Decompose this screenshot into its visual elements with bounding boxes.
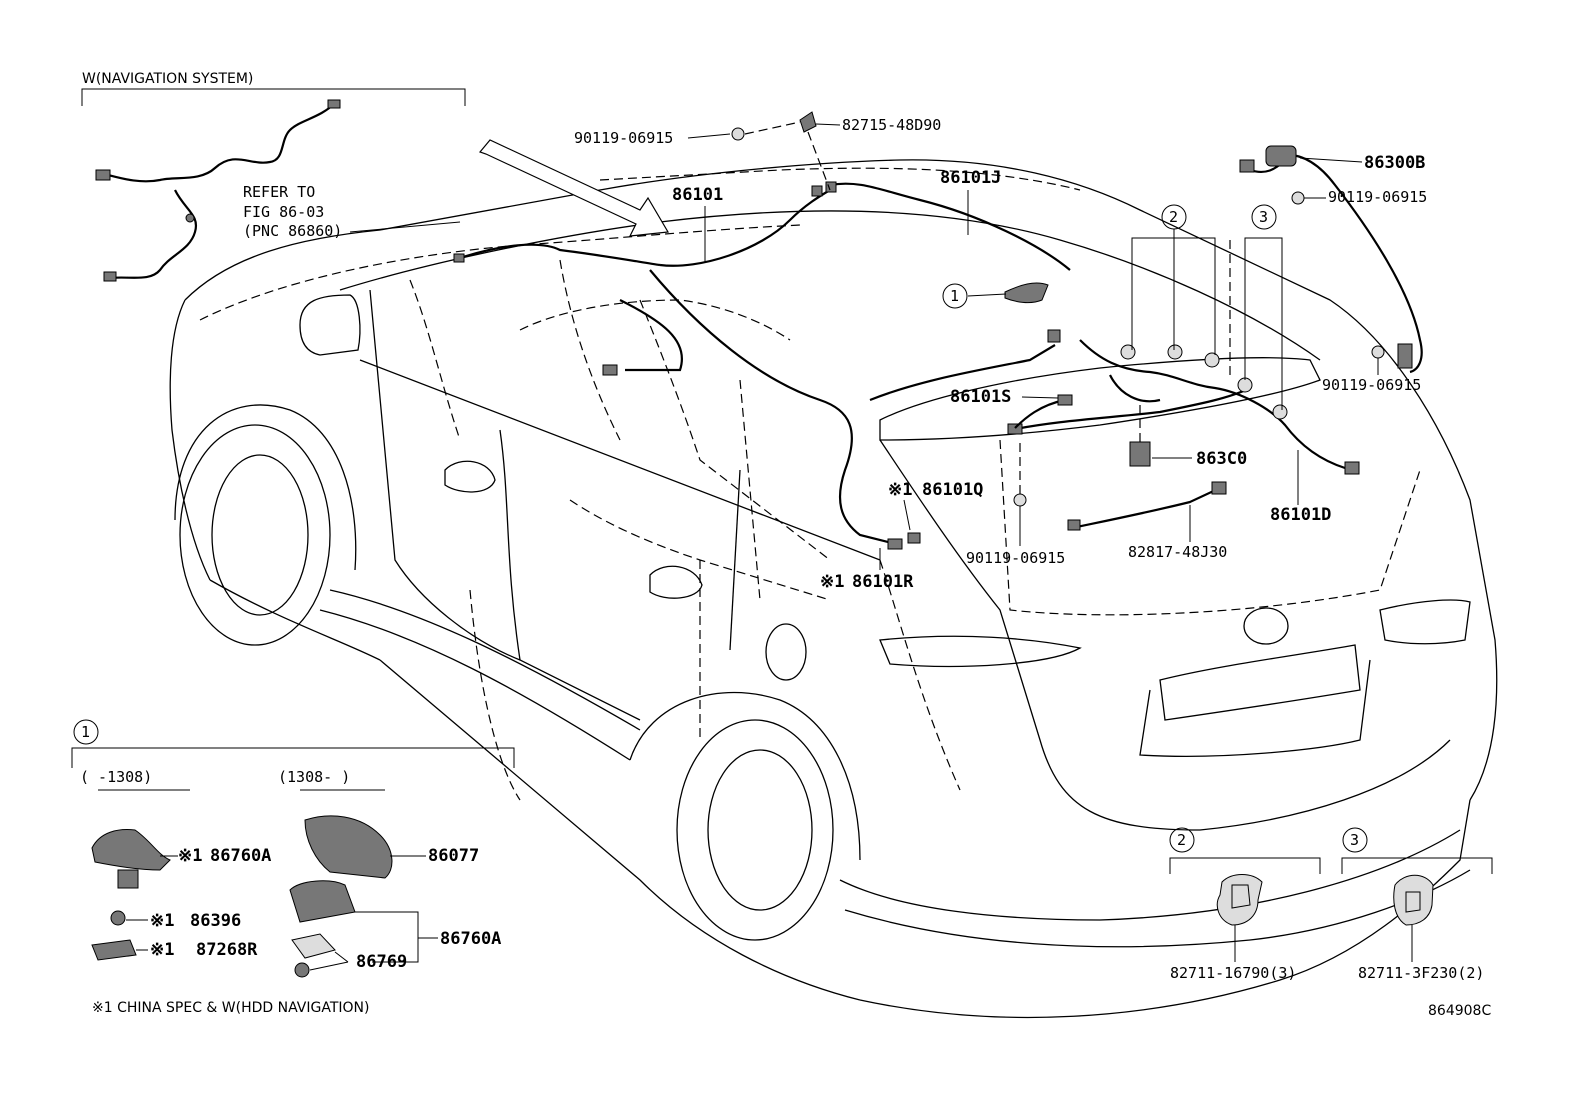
amplifier-863C0 <box>1129 405 1151 467</box>
antenna-86077 <box>304 815 393 879</box>
label-86101Q-mark: ※1 <box>888 480 912 500</box>
callout-3-leader <box>1244 237 1283 410</box>
label-86101: 86101 <box>672 185 723 205</box>
inset1-date-before: ( -1308) <box>80 768 152 786</box>
refer-line-3: (PNC 86860) <box>243 222 342 240</box>
label-86101J: 86101J <box>940 168 1001 188</box>
harness-86101S <box>1014 394 1073 429</box>
footnote: ※1 CHINA SPEC & W(HDD NAVIGATION) <box>92 1000 369 1016</box>
clamps <box>1120 240 1288 420</box>
refer-line-2: FIG 86-03 <box>243 203 324 221</box>
figure-code: 864908C <box>1428 1003 1491 1019</box>
label-863C0: 863C0 <box>1196 449 1247 469</box>
label-86396-mark: ※1 <box>150 911 174 931</box>
inset3-bracket <box>1341 857 1493 874</box>
inset1-bracket <box>71 747 515 768</box>
label-86769: 86769 <box>356 952 407 972</box>
label-90119-06915-b: 90119-06915 <box>1328 188 1427 206</box>
inset2-number: 2 <box>1177 831 1186 849</box>
label-86760A-mark: ※1 <box>178 846 202 866</box>
label-86396: 86396 <box>190 911 241 931</box>
label-87268R-mark: ※1 <box>150 940 174 960</box>
callout-3-label: 3 <box>1259 208 1268 226</box>
label-86101S: 86101S <box>950 387 1011 407</box>
antenna-harness-86101 <box>453 181 1071 550</box>
inset1-number: 1 <box>81 723 90 741</box>
nut-86396 <box>110 910 126 926</box>
callout-2-label: 2 <box>1169 208 1178 226</box>
label-86101R: 86101R <box>852 572 914 592</box>
antenna-base-86760A <box>289 880 356 978</box>
inset2-circle <box>1169 827 1195 853</box>
label-87268R: 87268R <box>196 940 258 960</box>
label-86101D: 86101D <box>1270 505 1331 525</box>
inset3-number: 3 <box>1350 831 1359 849</box>
connector-87268R <box>91 939 137 961</box>
roof-antenna-1 <box>1004 282 1049 304</box>
callout-2-leader <box>1131 229 1216 355</box>
label-86101R-mark: ※1 <box>820 572 844 592</box>
label-86077: 86077 <box>428 846 479 866</box>
inset1-circle <box>73 719 99 745</box>
callout-circle-1 <box>942 283 968 309</box>
label-82715-48D90: 82715-48D90 <box>842 116 941 134</box>
callout-1-label: 1 <box>950 287 959 305</box>
label-86300B: 86300B <box>1364 153 1425 173</box>
inset1-date-after: (1308- ) <box>278 768 350 786</box>
label-90119-06915-c: 90119-06915 <box>1322 376 1421 394</box>
refer-leader <box>349 221 461 233</box>
label-82711-16790: 82711-16790(3) <box>1170 964 1296 982</box>
direction-arrow <box>478 139 669 237</box>
label-90119-06915-a: 90119-06915 <box>574 129 673 147</box>
section-title: W(NAVIGATION SYSTEM) <box>82 71 253 87</box>
callout-circle-3 <box>1251 204 1277 230</box>
bracket-86760A-b <box>355 911 438 963</box>
bracket-82817 <box>1067 481 1227 531</box>
inset3-circle <box>1342 827 1368 853</box>
vehicle-outline <box>169 159 1498 1019</box>
label-90119-06915-d: 90119-06915 <box>966 549 1065 567</box>
nav-harness-drawing <box>95 99 341 282</box>
label-86760A-a: 86760A <box>210 846 271 866</box>
label-82817-48J30: 82817-48J30 <box>1128 543 1227 561</box>
bolts <box>731 111 1385 507</box>
section-bracket <box>81 88 466 106</box>
callout-1-leader <box>967 293 1007 297</box>
clamp-82711-3F230 <box>1393 874 1434 926</box>
label-86760A-b: 86760A <box>440 929 501 949</box>
label-86101Q: 86101Q <box>922 480 983 500</box>
rear-harness-86101J <box>869 329 1360 475</box>
label-82711-3F230: 82711-3F230(2) <box>1358 964 1484 982</box>
inset2-bracket <box>1169 857 1321 874</box>
antenna-harness-86300B <box>1239 145 1423 374</box>
refer-line-1: REFER TO <box>243 183 315 201</box>
antenna-86760A-old <box>91 829 171 889</box>
clamp-82711-16790 <box>1216 874 1263 926</box>
